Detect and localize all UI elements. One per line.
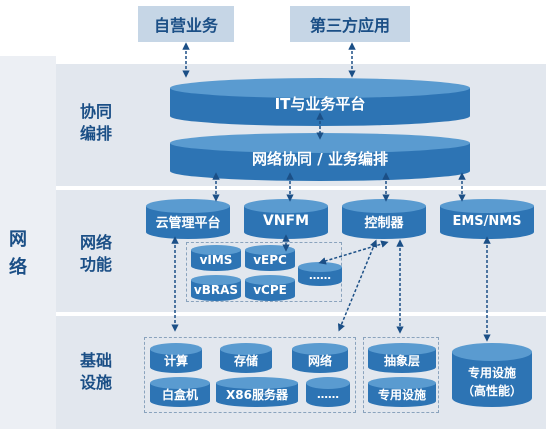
compute-drum — [150, 343, 202, 373]
abstraction-layer-label: 抽象层 — [383, 353, 420, 368]
network-resource-label: 网络 — [307, 353, 332, 368]
infrastructure-layer-label: 基础 设施 — [80, 351, 113, 392]
ems-nms-label: EMS/NMS — [452, 213, 522, 229]
network-side-band — [0, 56, 56, 429]
controller-vnf-arrow — [318, 240, 389, 265]
vnf-more-label: …… — [309, 268, 331, 282]
orchestration-layer-label: 协同 编排 — [80, 102, 113, 143]
compute-label: 计算 — [163, 353, 188, 368]
third-party-app-label: 第三方应用 — [309, 16, 390, 35]
network-resource-drum — [292, 343, 348, 373]
abstraction-frame — [363, 337, 439, 413]
vcpe-drum — [245, 275, 295, 301]
whitebox-label: 白盒机 — [161, 387, 198, 402]
self-business-label: 自营业务 — [153, 16, 218, 35]
vnfm-drum — [244, 199, 328, 239]
infra-more-drum — [306, 377, 350, 407]
it-business-platform-drum — [170, 78, 470, 126]
vbras-label: vBRAS — [193, 283, 239, 297]
cloud-management-drum — [146, 199, 230, 239]
vcpe-label: vCPE — [253, 283, 287, 297]
dedicated-hp-facility-label: 专用设施 （高性能） — [461, 366, 522, 398]
whitebox-drum — [150, 377, 210, 407]
x86-server-drum — [216, 377, 298, 407]
ems-nms-drum — [440, 199, 534, 239]
cloud-management-label: 云管理平台 — [155, 215, 221, 231]
network-side-label: 网络 — [9, 229, 27, 278]
x86-server-label: X86服务器 — [226, 387, 288, 402]
it-business-platform-label: IT与业务平台 — [274, 94, 366, 113]
abstraction-layer-drum — [368, 343, 436, 373]
self-business-box: 自营业务 — [138, 6, 234, 42]
orchestration-platform-label: 网络协同 / 业务编排 — [252, 149, 388, 168]
storage-label: 存储 — [233, 353, 258, 368]
dedicated-facility-drum — [368, 377, 436, 407]
vbras-drum — [191, 275, 241, 301]
third-party-app-box: 第三方应用 — [290, 6, 410, 42]
storage-drum — [220, 343, 272, 373]
vepc-label: vEPC — [253, 253, 287, 267]
controller-drum — [342, 199, 426, 239]
vims-drum — [191, 245, 241, 271]
dedicated-facility-label: 专用设施 — [377, 387, 426, 402]
network-function-layer-label: 网络 功能 — [80, 233, 113, 274]
compute-resource-frame — [144, 337, 356, 413]
vnfm-label: VNFM — [262, 213, 310, 229]
controller-label: 控制器 — [364, 215, 404, 231]
dedicated-hp-facility-drum — [452, 343, 532, 407]
orchestration-platform-drum — [170, 133, 470, 181]
vims-label: vIMS — [199, 253, 233, 267]
infra-more-label: …… — [317, 387, 339, 401]
